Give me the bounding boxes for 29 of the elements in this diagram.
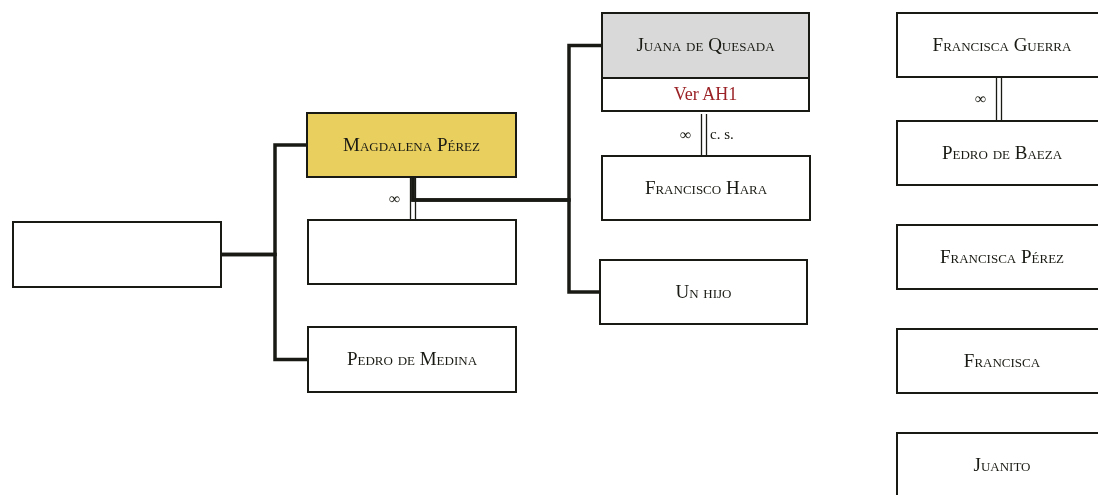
person-box [896, 432, 1098, 495]
reference-box [601, 77, 810, 112]
person-box [307, 219, 517, 285]
person-box [307, 326, 517, 393]
person-box [896, 328, 1098, 394]
person-name: Juanito [973, 452, 1031, 477]
person-box [896, 12, 1098, 78]
connector-line [411, 178, 599, 294]
connector-line [222, 252, 307, 362]
person-box [306, 112, 517, 178]
marriage-line [995, 77, 1003, 121]
marriage-line [409, 177, 417, 220]
person-name: Juana de Quesada [636, 33, 775, 58]
person-box [12, 221, 222, 288]
person-name: Un hijo [675, 279, 732, 304]
person-box [601, 155, 811, 221]
person-name: Pedro de Medina [346, 347, 478, 372]
person-name: Magdalena Pérez [343, 132, 480, 157]
reference-text: Ver AH1 [673, 83, 738, 106]
person-name: Francisca Pérez [939, 244, 1065, 269]
person-name: Francisco Hara [644, 175, 768, 200]
person-box [601, 12, 810, 79]
person-box [599, 259, 808, 325]
person-name: Pedro de Baeza [941, 140, 1063, 165]
marriage-line [700, 113, 708, 156]
person-box [896, 224, 1098, 290]
person-box [896, 120, 1098, 186]
person-name: Francisca [963, 348, 1041, 373]
person-name: Francisca Guerra [932, 32, 1072, 57]
